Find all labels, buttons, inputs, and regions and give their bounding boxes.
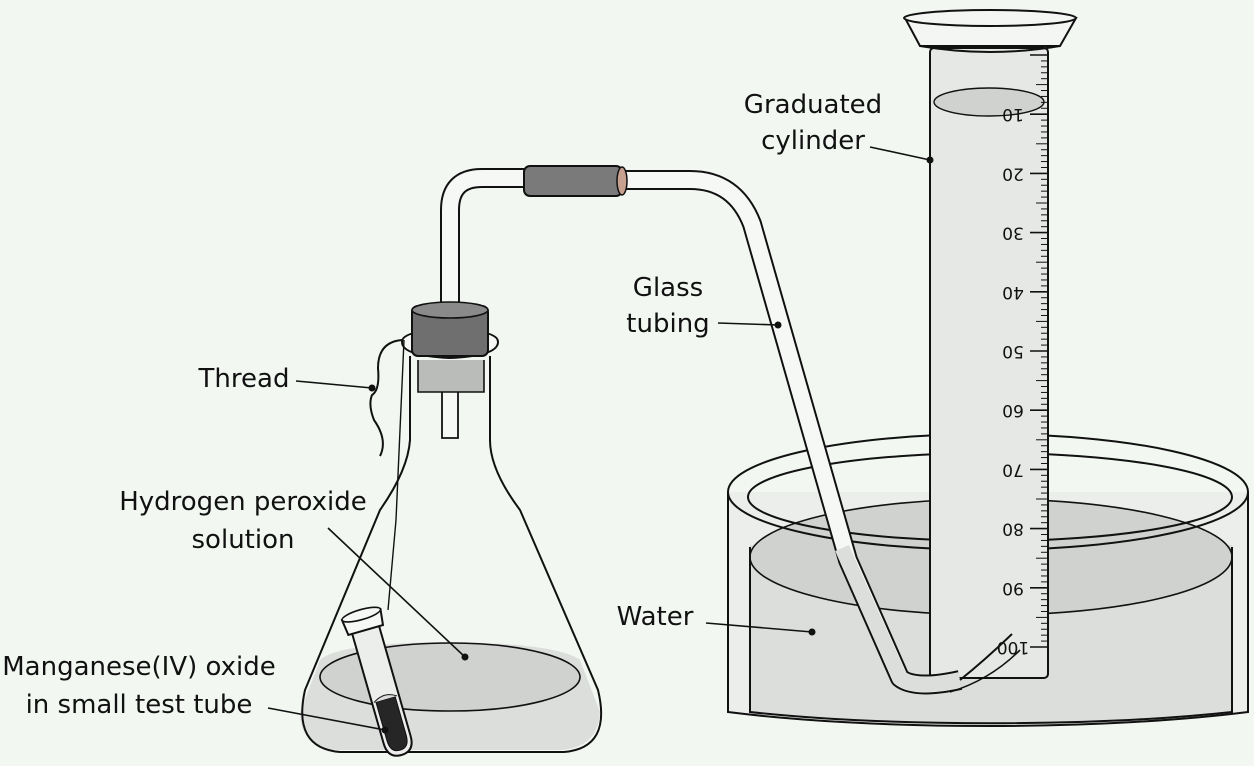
leader-cylinder: [869, 146, 931, 161]
scale-number: 30: [1002, 223, 1024, 243]
conical-flask: [300, 301, 603, 753]
label-thread: Thread: [198, 364, 290, 394]
graduated-cylinder: 10 20 30 40 50 60 70 80 90 100: [903, 9, 1078, 679]
small-test-tube: [340, 606, 413, 757]
leader-manganese: [267, 707, 386, 731]
label-hydrogen-peroxide: Hydrogen peroxide: [119, 487, 367, 517]
manganese-oxide-solid: [375, 695, 408, 752]
stopper-inside: [417, 360, 485, 393]
thread-in-flask: [387, 339, 405, 611]
scale-number: 40: [1002, 282, 1024, 302]
label-water: Water: [617, 602, 694, 632]
rubber-connector: [523, 165, 623, 197]
label-cylinder: cylinder: [761, 126, 865, 156]
label-graduated: Graduated: [744, 90, 882, 120]
label-tubing: tubing: [626, 309, 709, 339]
label-small-test-tube: in small test tube: [26, 690, 253, 720]
leader-water: [705, 622, 813, 633]
label-manganese-oxide: Manganese(IV) oxide: [2, 652, 276, 682]
scale-number: 20: [1002, 163, 1024, 183]
thread: [369, 339, 403, 457]
scale-number: 80: [1002, 519, 1024, 539]
cylinder-water-level: [933, 87, 1045, 117]
scale-number: 10: [1002, 104, 1024, 124]
cylinder-ticks: [1030, 54, 1048, 648]
leader-tubing: [717, 322, 779, 326]
leader-peroxide: [327, 527, 466, 658]
scale-number: 90: [1002, 578, 1024, 598]
glass-tubing: [440, 165, 1021, 695]
label-glass: Glass: [633, 273, 703, 303]
cylinder-scale: 10 20 30 40 50 60 70 80 90 100: [997, 104, 1029, 657]
leader-thread: [295, 380, 373, 389]
scale-number: 60: [1002, 400, 1024, 420]
scale-number: 70: [1002, 459, 1024, 479]
scale-number: 50: [1002, 341, 1024, 361]
scale-number: 100: [997, 637, 1029, 657]
label-solution: solution: [192, 525, 295, 555]
